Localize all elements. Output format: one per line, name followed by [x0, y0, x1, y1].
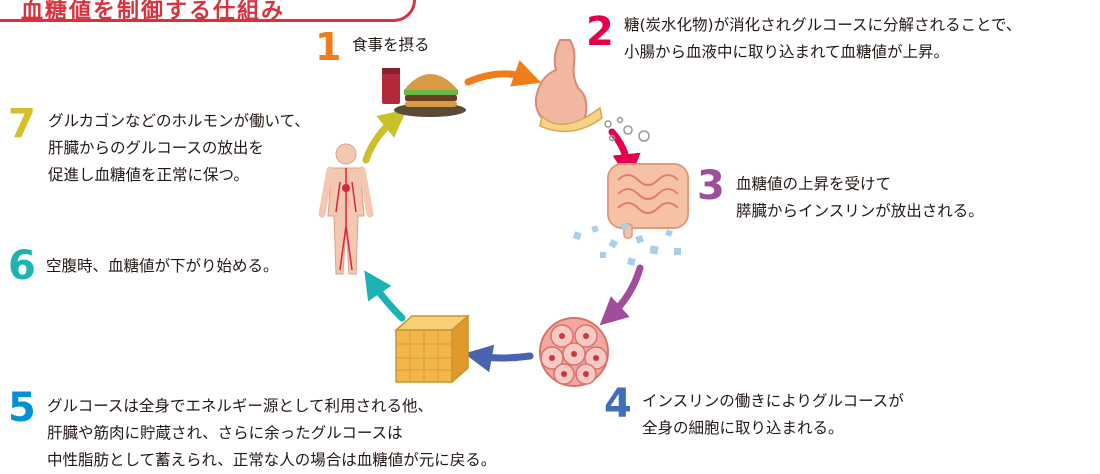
step-5-number: 5 — [8, 385, 36, 431]
step-5-line-2: 肝臓や筋肉に貯蔵され、さらに余ったグルコースは — [47, 424, 403, 442]
title-badge: 血糖値を制御する仕組み — [0, 0, 416, 22]
arrow-6-7 — [362, 109, 407, 164]
arrow-3-4 — [599, 264, 644, 326]
step-5-line-3: 中性脂肪として蓄えられ、正常な人の場合は血糖値が元に戻る。 — [47, 451, 497, 469]
human-body-icon — [318, 143, 374, 275]
step-7-line-1: グルカゴンなどのホルモンが働いて、 — [48, 112, 310, 130]
arrow-5-6 — [364, 270, 406, 322]
cell-cluster-icon — [539, 317, 609, 387]
step-1-text: 食事を摂る — [352, 36, 430, 54]
step-2-number: 2 — [586, 9, 614, 55]
step-1-number: 1 — [315, 25, 342, 69]
step-3-number: 3 — [697, 163, 725, 209]
intestine-icon — [607, 163, 689, 239]
step-4-number: 4 — [604, 381, 632, 427]
step-2-line-2: 小腸から血液中に取り込まれて血糖値が上昇。 — [624, 43, 950, 61]
step-2-line-1: 糖(炭水化物)が消化されグルコースに分解されることで、 — [624, 16, 1022, 34]
step-6-number: 6 — [8, 243, 36, 289]
step-7-line-3: 促進し血糖値を正常に保つ。 — [48, 166, 249, 184]
glucose-bubbles-icon — [604, 116, 650, 142]
step-3-line-2: 膵臓からインスリンが放出される。 — [736, 202, 984, 220]
stomach-icon — [534, 39, 603, 133]
muscle-tissue-icon — [394, 314, 470, 384]
step-4-line-1: インスリンの働きによりグルコースが — [642, 392, 904, 410]
page-title: 血糖値を制御する仕組み — [21, 0, 286, 22]
step-5-line-1: グルコースは全身でエネルギー源として利用される他、 — [47, 397, 433, 415]
step-3-line-1: 血糖値の上昇を受けて — [736, 175, 892, 193]
burger-icon — [382, 68, 466, 117]
step-6-text: 空腹時、血糖値が下がり始める。 — [46, 257, 279, 275]
step-7-line-2: 肝臓からのグルコースの放出を — [48, 139, 264, 157]
glucose-cubes-icon — [572, 224, 681, 266]
arrow-4-5 — [464, 344, 534, 373]
step-7-number: 7 — [8, 101, 36, 147]
arrow-1-2 — [464, 60, 542, 87]
step-4-line-2: 全身の細胞に取り込まれる。 — [642, 419, 844, 437]
